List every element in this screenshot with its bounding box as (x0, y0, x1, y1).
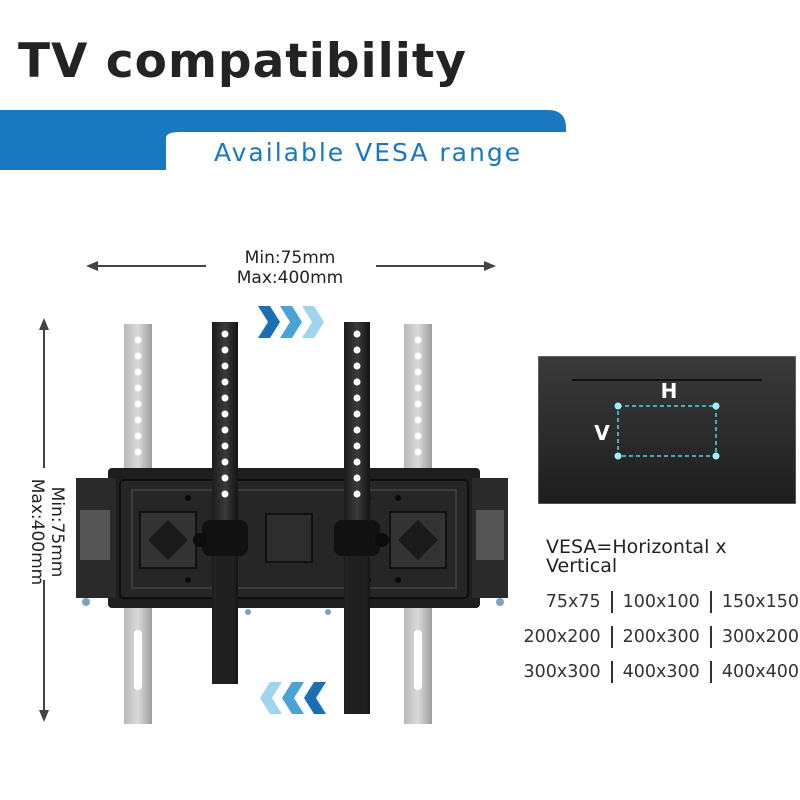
banner-subtitle: Available VESA range (214, 138, 523, 167)
size-cell: 400x300 (622, 661, 700, 682)
sizes-row: 75x75 100x100 150x150 (499, 584, 799, 619)
size-cell: 400x400 (721, 661, 799, 682)
size-cell: 300x300 (523, 661, 601, 682)
separator (709, 660, 712, 683)
size-cell: 200x300 (622, 626, 700, 647)
tv-mount-illustration (76, 322, 508, 724)
separator (610, 625, 613, 648)
size-cell: 150x150 (721, 591, 799, 612)
size-cell: 75x75 (545, 591, 601, 612)
banner-background (0, 110, 566, 170)
size-cell: 200x200 (523, 626, 601, 647)
page-title: TV compatibility (18, 34, 467, 89)
vertical-max-label: Max:400mm (27, 478, 47, 586)
size-cell: 300x200 (721, 626, 799, 647)
chevron-right-arrows-icon (258, 306, 324, 338)
size-cell: 100x100 (622, 591, 700, 612)
sizes-row: 200x200 200x300 300x200 (499, 619, 799, 654)
h-label: H (661, 379, 678, 403)
horizontal-dimension-label: Min:75mm Max:400mm (200, 248, 380, 288)
horizontal-max-label: Max:400mm (236, 268, 344, 288)
horizontal-min-label: Min:75mm (244, 248, 336, 268)
vertical-min-label: Min:75mm (47, 486, 67, 578)
separator (610, 590, 613, 613)
vertical-dimension-label: Min:75mm Max:400mm (27, 442, 67, 622)
separator (610, 660, 613, 683)
chevron-left-arrows-icon (260, 682, 326, 714)
vesa-formula: VESA=Horizontal x Vertical (546, 536, 727, 577)
separator (709, 625, 712, 648)
separator (709, 590, 712, 613)
tv-screen-diagram: H V (538, 356, 796, 504)
v-label: V (594, 421, 610, 445)
horizontal-dimension-arrow (86, 261, 496, 271)
sizes-row: 300x300 400x300 400x400 (499, 654, 799, 689)
vesa-sizes-table: 75x75 100x100 150x150 200x200 200x300 30… (499, 584, 799, 689)
vertical-dimension-arrow (39, 318, 49, 722)
